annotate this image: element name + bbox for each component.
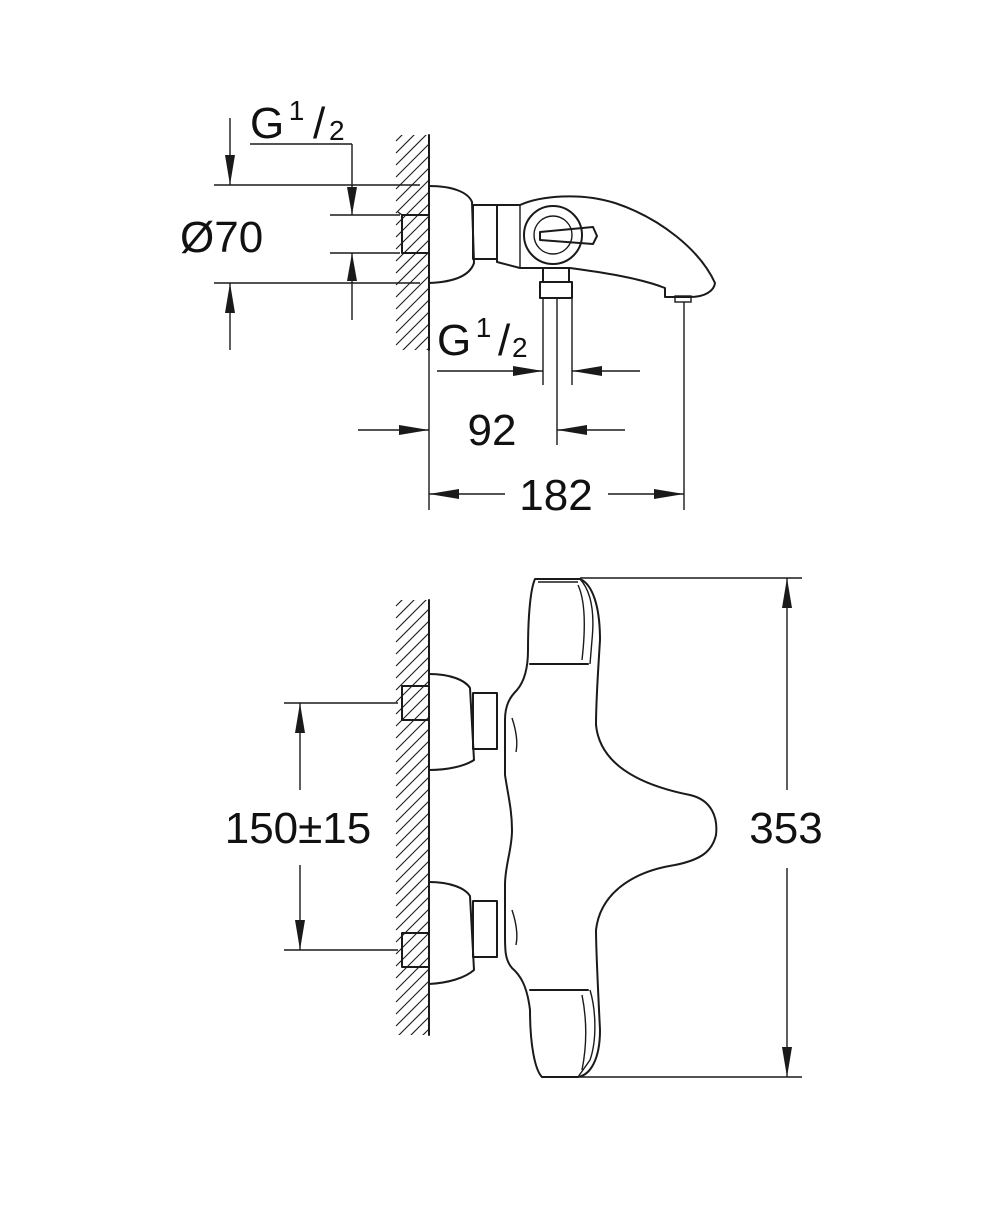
hatch-line (395, 263, 429, 298)
faucet-front-body (401, 578, 718, 1078)
diameter-dimension: Ø70 (180, 118, 420, 350)
hatch-line (395, 716, 429, 751)
hatch-line (395, 884, 429, 919)
thread-callout-top: G 1 / 2 (250, 95, 400, 320)
hatch-line (395, 287, 429, 322)
thread-callout-bottom: G 1 / 2 (437, 298, 640, 385)
thread-bottom-numerator: 1 (476, 312, 492, 343)
hatch-line (410, 1016, 429, 1035)
hatch-line (395, 299, 429, 334)
svg-text:/: / (498, 316, 511, 365)
hatch-line (395, 135, 427, 166)
inlet-spacing-value: 150±15 (225, 804, 372, 853)
depth-total-dimension: 182 (429, 302, 685, 520)
svg-text:/: / (313, 99, 326, 148)
hatch-line (402, 323, 429, 350)
hatch-line (395, 656, 429, 691)
hatch-line (395, 872, 429, 907)
thread-top-numerator: 1 (289, 95, 305, 126)
hatch-line (395, 600, 403, 607)
hatch-line (395, 311, 429, 346)
hatch-line (395, 812, 429, 847)
svg-text:G 1: G 1 (437, 312, 491, 365)
hatch-line (395, 752, 429, 787)
diameter-symbol: Ø (180, 213, 214, 262)
hatch-line (395, 848, 429, 883)
hatch-line (395, 600, 427, 631)
hatch-line (396, 359, 430, 393)
front-view: 150±15 353 (225, 560, 823, 1078)
hatch-line (395, 968, 429, 1003)
diameter-value: 70 (214, 213, 263, 262)
hatch-line (395, 620, 429, 655)
faucet-side-body (397, 185, 716, 303)
svg-text:Ø70: Ø70 (180, 213, 263, 262)
hatch-line (395, 764, 429, 799)
hatch-line (395, 155, 429, 190)
hatch-line (395, 956, 429, 991)
hatch-line (395, 740, 429, 775)
hatch-line (422, 1028, 429, 1035)
inlet-spacing-dimension: 150±15 (225, 702, 398, 951)
hatch-line (395, 728, 429, 763)
side-view: Ø70 G 1 / 2 G (180, 95, 716, 520)
hatch-line (395, 143, 429, 178)
depth-outlet-dimension: 92 (358, 298, 625, 510)
wall-hatch-top (395, 95, 430, 393)
height-total-value: 353 (749, 804, 822, 853)
hatch-line (395, 632, 429, 667)
thread-bottom-letter: G (437, 316, 471, 365)
hatch-line (395, 608, 429, 643)
wall-hatch-bottom (395, 560, 430, 1074)
thread-top-letter: G (250, 99, 284, 148)
hatch-line (396, 560, 430, 594)
hatch-line (395, 800, 429, 835)
hatch-line (426, 347, 429, 350)
hatch-line (395, 824, 429, 859)
hatch-line (395, 239, 429, 274)
depth-outlet-value: 92 (468, 406, 517, 455)
hatch-line (395, 167, 429, 202)
hatch-line (395, 179, 429, 214)
hatch-line (395, 776, 429, 811)
thread-top-denominator: 2 (329, 115, 345, 146)
height-total-dimension: 353 (580, 577, 823, 1078)
hatch-line (398, 1004, 429, 1035)
hatch-line (396, 1040, 430, 1074)
hatch-line (395, 600, 415, 619)
hatch-line (395, 227, 429, 262)
hatch-line (395, 860, 429, 895)
hatch-line (395, 944, 429, 979)
hatch-line (395, 275, 429, 310)
hatch-line (395, 788, 429, 823)
hatch-line (395, 644, 429, 679)
depth-total-value: 182 (519, 471, 592, 520)
hatch-line (395, 135, 403, 142)
thread-bottom-denominator: 2 (512, 332, 528, 363)
svg-text:G 1: G 1 (250, 95, 304, 148)
hatch-line (396, 95, 430, 129)
hatch-line (414, 335, 429, 350)
hatch-line (395, 980, 429, 1015)
hatch-line (395, 896, 429, 931)
hatch-line (395, 135, 415, 154)
hatch-line (395, 992, 429, 1027)
hatch-line (395, 251, 429, 286)
hatch-line (395, 836, 429, 871)
